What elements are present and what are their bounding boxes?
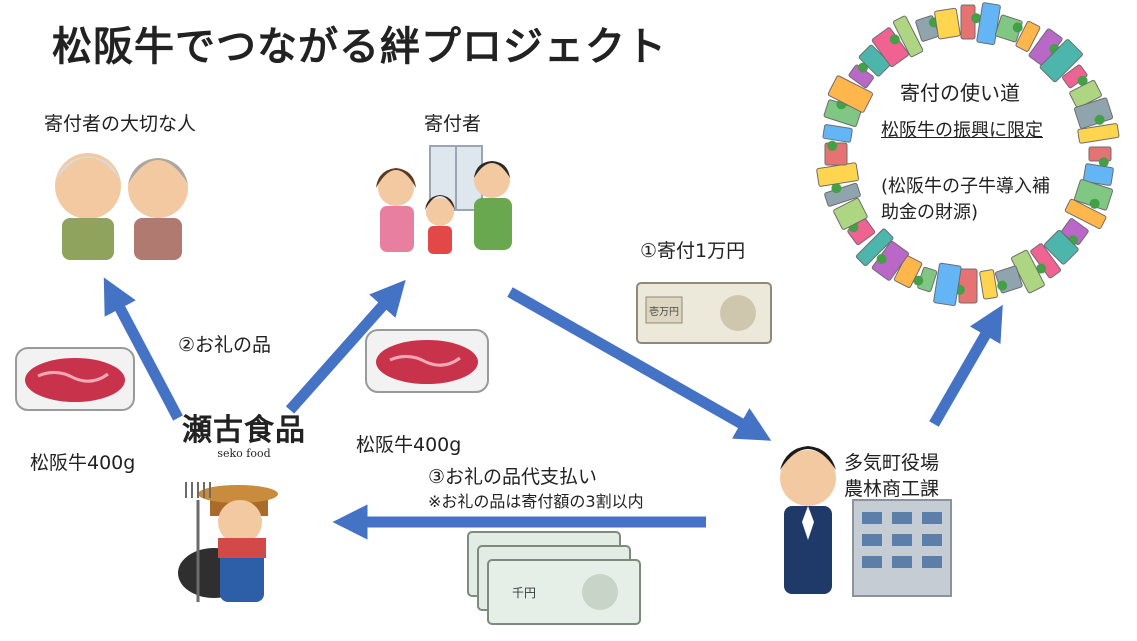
thousand-yen-bill-text: 千円 bbox=[512, 586, 536, 600]
donor-family-illustration bbox=[376, 145, 512, 254]
ring-building bbox=[1069, 79, 1102, 109]
beef-tray-center-illustration bbox=[365, 329, 489, 393]
beef-tray-left-illustration bbox=[15, 347, 135, 411]
ring-building bbox=[892, 15, 924, 58]
arrow-donor-to-town bbox=[507, 287, 772, 441]
ring-building bbox=[827, 75, 874, 113]
building-ring-illustration bbox=[816, 2, 1120, 307]
ring-building bbox=[1077, 123, 1120, 144]
ring-tree bbox=[1098, 157, 1109, 168]
ring-tree bbox=[889, 34, 900, 45]
ring-tree bbox=[876, 254, 887, 264]
ring-building bbox=[933, 262, 962, 307]
arrow-supplier-to-donor bbox=[285, 279, 406, 414]
ring-tree bbox=[1036, 263, 1047, 274]
donation-flow-label: ①寄付1万円 bbox=[640, 240, 746, 262]
usage-limit: 松阪牛の振興に限定 bbox=[881, 120, 1043, 141]
thousand-yen-bills-illustration: 千円 bbox=[467, 531, 641, 625]
page-title: 松阪牛でつながる絆プロジェクト bbox=[52, 24, 667, 70]
usage-detail-line2: 助金の財源) bbox=[881, 202, 979, 223]
ring-building bbox=[858, 44, 891, 77]
ring-building bbox=[833, 197, 868, 230]
arrow-supplier-to-recipient bbox=[103, 277, 183, 421]
ring-building bbox=[816, 162, 859, 187]
ring-building bbox=[1088, 146, 1112, 162]
ring-building bbox=[934, 7, 961, 40]
town-department-label: 農林商工課 bbox=[844, 478, 940, 500]
ring-building bbox=[976, 2, 1001, 45]
ring-tree bbox=[1012, 22, 1023, 33]
beef-left-label: 松阪牛400g bbox=[30, 452, 136, 474]
ring-building bbox=[822, 124, 853, 143]
ring-tree bbox=[997, 280, 1008, 291]
usage-heading: 寄付の使い道 bbox=[900, 81, 1020, 105]
ring-building bbox=[1043, 229, 1079, 265]
farmer-with-cow-illustration bbox=[178, 482, 278, 602]
payment-flow-label: ③お礼の品代支払い bbox=[428, 466, 598, 488]
ten-thousand-yen-bill-text: 壱万円 bbox=[649, 305, 679, 318]
office-building-illustration bbox=[852, 499, 952, 597]
ring-building bbox=[1082, 163, 1114, 186]
supplier-logo: 瀬古食品 seko food bbox=[180, 414, 308, 460]
ring-tree bbox=[827, 140, 838, 151]
recipient-label: 寄付者の大切な人 bbox=[44, 113, 197, 135]
payment-note-label: ※お礼の品は寄付額の3割以内 bbox=[428, 492, 644, 511]
ring-building bbox=[1010, 249, 1045, 294]
donor-label: 寄付者 bbox=[424, 113, 482, 135]
beef-center-label: 松阪牛400g bbox=[356, 434, 462, 456]
ring-building bbox=[960, 4, 976, 40]
gift-flow-label: ②お礼の品 bbox=[178, 334, 272, 356]
ring-building bbox=[979, 269, 998, 300]
ring-building bbox=[893, 255, 923, 288]
elderly-couple-illustration bbox=[55, 153, 188, 260]
ring-tree bbox=[858, 62, 868, 73]
usage-detail-line1: (松阪牛の子牛導入補 bbox=[881, 176, 1051, 197]
ring-building bbox=[1015, 20, 1041, 52]
ring-building bbox=[1064, 198, 1107, 230]
town-official-illustration bbox=[780, 446, 836, 594]
ring-building bbox=[855, 228, 894, 267]
ten-thousand-yen-bill-illustration: 壱万円 bbox=[636, 282, 772, 344]
ring-tree bbox=[1089, 198, 1100, 209]
ring-building bbox=[1039, 39, 1083, 83]
arrow-town-to-usage bbox=[929, 304, 1003, 427]
ring-tree bbox=[971, 13, 982, 24]
ring-tree bbox=[913, 275, 924, 286]
ring-tree bbox=[1094, 114, 1105, 125]
supplier-logo-main: 瀬古食品 bbox=[182, 413, 306, 448]
town-office-label: 多気町役場 bbox=[844, 452, 940, 474]
ring-tree bbox=[831, 183, 842, 194]
ring-tree bbox=[1077, 75, 1088, 86]
supplier-logo-sub: seko food bbox=[217, 447, 271, 460]
